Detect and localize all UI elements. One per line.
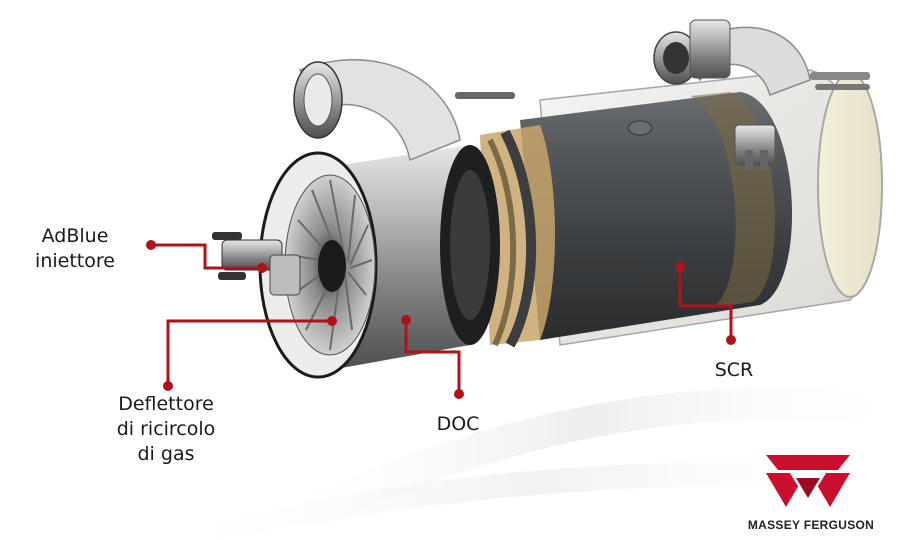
callout-dot-adblue-start (146, 240, 156, 250)
callout-line-doc (404, 320, 461, 394)
callout-line-deflettore (166, 319, 332, 386)
label-adblue-iniettore: AdBlue iniettore (20, 224, 130, 274)
callout-dot-adblue-end (257, 263, 267, 273)
massey-ferguson-logo-icon (766, 455, 850, 507)
label-adblue-line1: AdBlue (41, 225, 109, 247)
sensor-clamp (734, 124, 776, 170)
left-inlet-pipe (293, 59, 515, 162)
callout-dots (146, 240, 736, 399)
label-deflettore-line2: di ricircolo (116, 418, 216, 440)
label-deflettore: Deflettore di ricircolo di gas (96, 392, 236, 467)
brand-name: MASSEY FERGUSON (747, 518, 875, 532)
callout-dot-doc-end (454, 389, 464, 399)
label-doc: DOC (436, 413, 480, 435)
callout-dot-scr-end (726, 335, 736, 345)
callout-dot-deflettore-end (327, 316, 337, 326)
adblue-injector-part (212, 232, 301, 296)
top-right-outlet-pipe (653, 19, 870, 96)
background-swoosh (150, 387, 917, 540)
callout-dot-doc-start (401, 315, 411, 325)
callout-line-scr (678, 267, 733, 340)
callout-line-adblue (151, 243, 262, 270)
callout-dot-scr-start (675, 262, 685, 272)
callout-lines (151, 243, 733, 394)
label-scr: SCR (714, 359, 754, 381)
label-deflettore-line3: di gas (137, 443, 195, 465)
label-adblue-line2: iniettore (35, 250, 115, 272)
label-deflettore-line1: Deflettore (118, 393, 214, 415)
middle-flange (480, 125, 555, 348)
callout-dot-deflettore-start (163, 381, 173, 391)
